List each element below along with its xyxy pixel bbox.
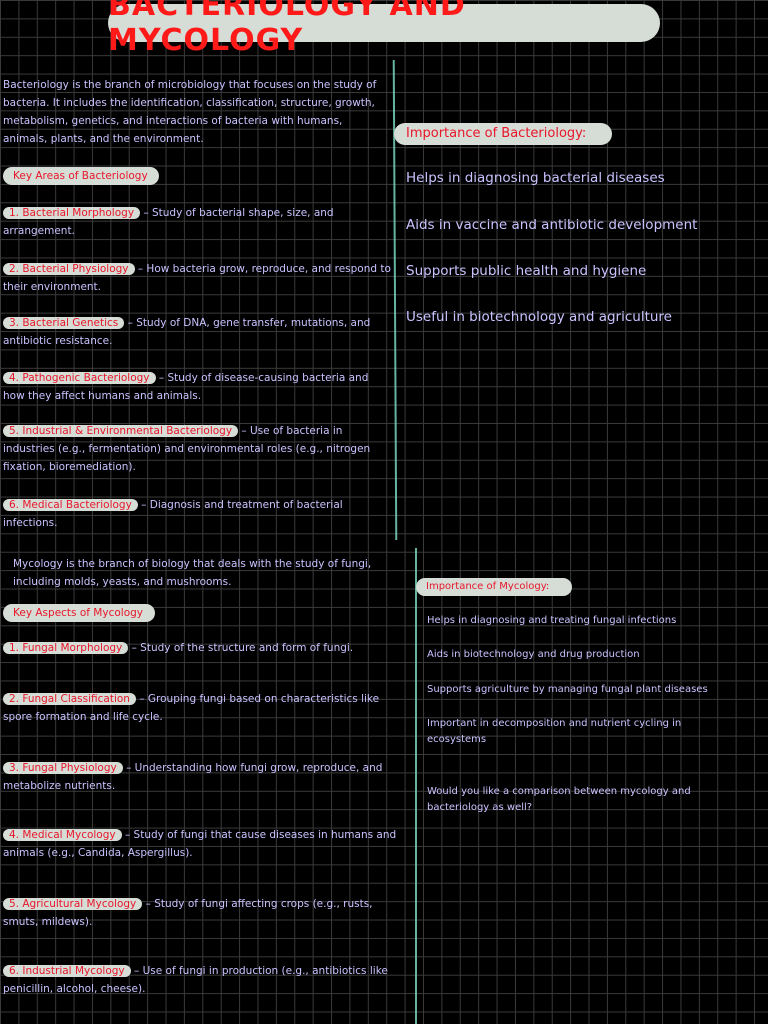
item-desc: – Study of DNA, gene transfer, mutations… [3,317,371,347]
bacteriology-intro: Bacteriology is the branch of microbiolo… [3,79,377,145]
item-desc: – Use of bacteria in industries (e.g., f… [3,425,371,473]
bacteriology-item: 3. Bacterial Genetics – Study of DNA, ge… [3,314,388,350]
item-desc: – Grouping fungi based on characteristic… [3,693,380,723]
item-label: 4. Pathogenic Bacteriology [3,372,156,384]
mycology-intro: Mycology is the branch of biology that d… [13,558,372,588]
item-label: 5. Industrial & Environmental Bacteriolo… [3,425,239,437]
bacteriology-importance-heading: Importance of Bacteriology: [394,123,612,145]
item-label: 3. Fungal Physiology [3,762,123,774]
mycology-item: 5. Agricultural Mycology – Study of fung… [3,895,408,931]
mycology-item: 3. Fungal Physiology – Understanding how… [3,759,393,795]
item-desc: – Diagnosis and treatment of bacterial i… [3,499,343,529]
bacteriology-item: 5. Industrial & Environmental Bacteriolo… [3,422,388,476]
mycology-key-heading: Key Aspects of Mycology [3,604,155,622]
item-label: 1. Bacterial Morphology [3,207,141,219]
mycology-importance-item: Important in decomposition and nutrient … [427,718,682,745]
mycology-item: 2. Fungal Classification – Grouping fung… [3,690,408,726]
item-label: 3. Bacterial Genetics [3,317,125,329]
item-label: 6. Medical Bacteriology [3,499,138,511]
bacteriology-item: 2. Bacterial Physiology – How bacteria g… [3,260,391,296]
bacteriology-item: 1. Bacterial Morphology – Study of bacte… [3,204,388,240]
mycology-importance-heading: Importance of Mycology: [416,578,572,596]
item-label: 5. Agricultural Mycology [3,898,143,910]
divider-mycology [415,548,417,1024]
item-desc: – Study of bacterial shape, size, and ar… [3,207,334,237]
bacteriology-importance-item: Useful in biotechnology and agriculture [406,309,672,325]
page-title-text: BACTERIOLOGY AND MYCOLOGY [108,0,466,58]
mycology-importance-item: Helps in diagnosing and treating fungal … [427,615,677,626]
item-label: 6. Industrial Mycology [3,965,131,977]
mycology-item: 6. Industrial Mycology – Use of fungi in… [3,962,398,998]
item-desc: – Study of the structure and form of fun… [131,642,354,654]
mycology-closing-question: Would you like a comparison between myco… [427,786,691,813]
bacteriology-importance-item: Aids in vaccine and antibiotic developme… [406,217,698,233]
mycology-item: 4. Medical Mycology – Study of fungi tha… [3,826,403,862]
item-label: 2. Fungal Classification [3,693,136,705]
item-desc: – Study of disease-causing bacteria and … [3,372,369,402]
bacteriology-item: 4. Pathogenic Bacteriology – Study of di… [3,369,388,405]
item-label: 2. Bacterial Physiology [3,263,135,275]
bacteriology-importance-item: Helps in diagnosing bacterial diseases [406,170,665,186]
bacteriology-item: 6. Medical Bacteriology – Diagnosis and … [3,496,388,532]
item-desc: – How bacteria grow, reproduce, and resp… [3,263,391,293]
mycology-importance-item: Aids in biotechnology and drug productio… [427,649,640,660]
mycology-item: 1. Fungal Morphology – Study of the stru… [3,639,403,657]
item-desc: – Use of fungi in production (e.g., anti… [3,965,388,995]
item-desc: – Study of fungi that cause diseases in … [3,829,397,859]
mycology-importance-item: Supports agriculture by managing fungal … [427,684,708,695]
bacteriology-importance-item: Supports public health and hygiene [406,263,647,279]
item-label: 1. Fungal Morphology [3,642,129,654]
item-label: 4. Medical Mycology [3,829,122,841]
item-desc: – Study of fungi affecting crops (e.g., … [3,898,373,928]
item-desc: – Understanding how fungi grow, reproduc… [3,762,383,792]
page-title: BACTERIOLOGY AND MYCOLOGY [108,0,660,58]
bacteriology-key-heading: Key Areas of Bacteriology [3,167,159,185]
